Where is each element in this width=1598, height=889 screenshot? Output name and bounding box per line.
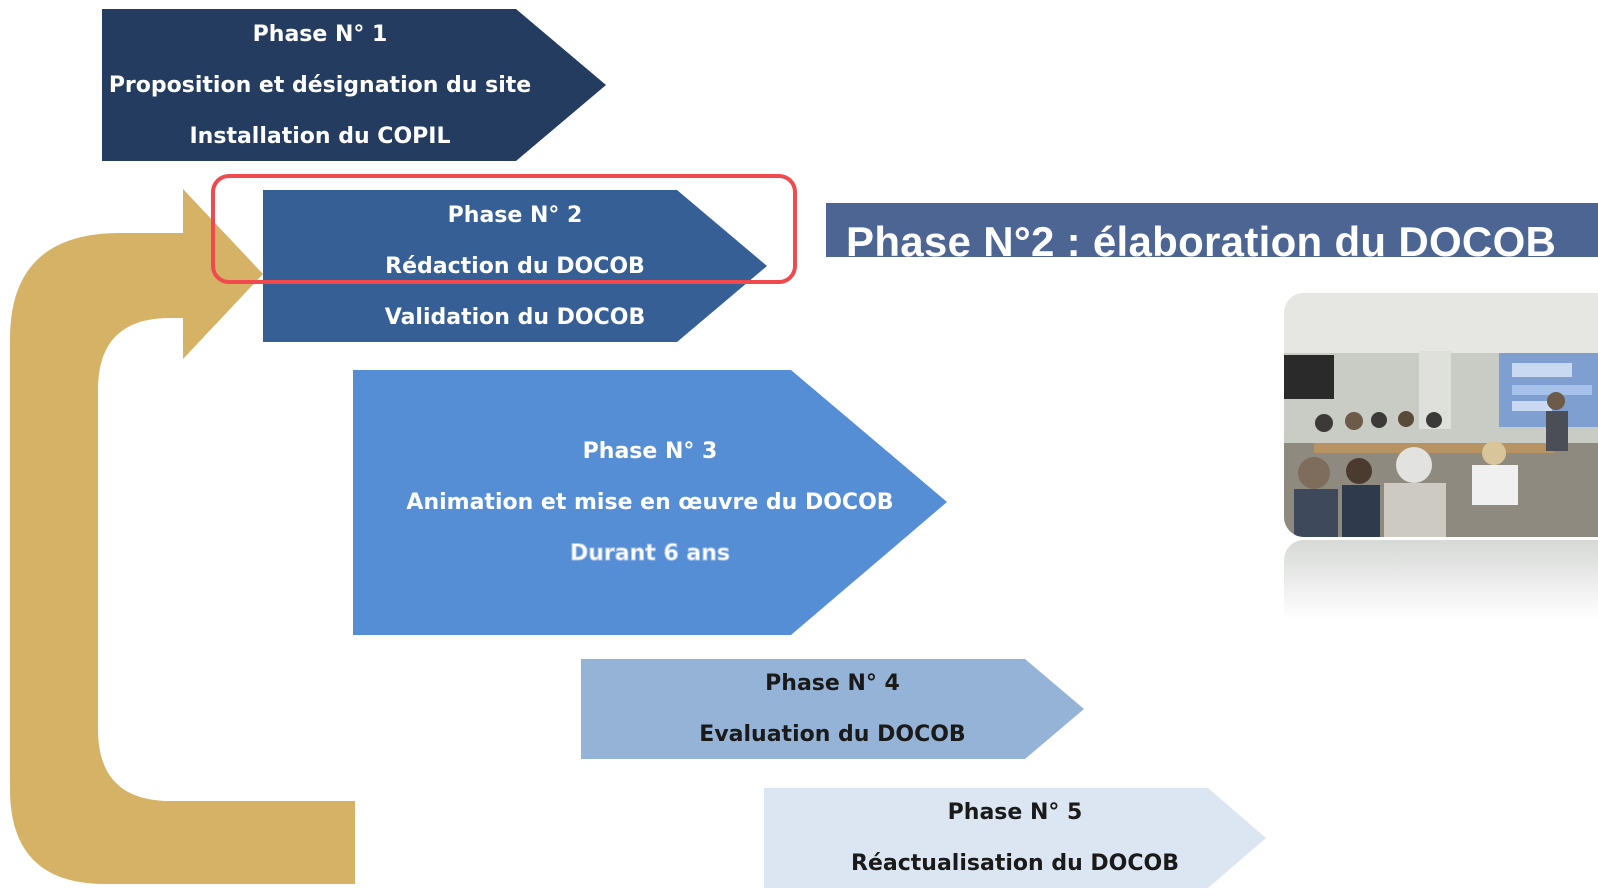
- phase-2-line-2: Rédaction du DOCOB: [385, 253, 645, 279]
- phase-5-shape: Phase N° 5 Réactualisation du DOCOB: [764, 788, 1266, 888]
- phase-2-line-3: Validation du DOCOB: [384, 304, 646, 330]
- phase-3-shape: Phase N° 3 Animation et mise en œuvre du…: [353, 370, 947, 635]
- cycle-arrow-shape: [10, 189, 355, 884]
- phase-3-line-2: Animation et mise en œuvre du DOCOB: [406, 490, 894, 515]
- phase-1-title: Phase N° 1: [252, 21, 388, 47]
- phase-4-shape: Phase N° 4 Evaluation du DOCOB: [581, 659, 1084, 759]
- phase-3-title: Phase N° 3: [582, 439, 718, 464]
- phase-2-pentagon: [263, 190, 767, 342]
- phase-5-line-2: Réactualisation du DOCOB: [851, 851, 1179, 876]
- phase-1-line-3: Installation du COPIL: [189, 123, 451, 149]
- phase-1-pentagon: [102, 9, 606, 161]
- banner-title: Phase N°2 : élaboration du DOCOB: [846, 218, 1557, 257]
- phase-3-duration: Durant 6 ans: [569, 541, 731, 567]
- phase-3-pentagon: [353, 370, 947, 635]
- phase-4-line-2: Evaluation du DOCOB: [699, 722, 966, 747]
- phase-4-pentagon: [581, 659, 1084, 759]
- phase-1-line-2: Proposition et désignation du site: [108, 72, 532, 98]
- phase-2-title: Phase N° 2: [447, 202, 583, 228]
- phase-2-highlight-box: [211, 174, 797, 284]
- phase-1-shape: Phase N° 1 Proposition et désignation du…: [102, 9, 606, 161]
- phase-2-banner: Phase N°2 : élaboration du DOCOB: [826, 203, 1598, 257]
- phase-5-title: Phase N° 5: [947, 800, 1083, 825]
- meeting-photo: [1284, 293, 1598, 537]
- meeting-photo-reflection: [1284, 540, 1598, 620]
- phase-5-pentagon: [764, 788, 1266, 888]
- phase-4-title: Phase N° 4: [765, 671, 900, 696]
- phase-2-shape: Phase N° 2 Rédaction du DOCOB Validation…: [263, 190, 767, 342]
